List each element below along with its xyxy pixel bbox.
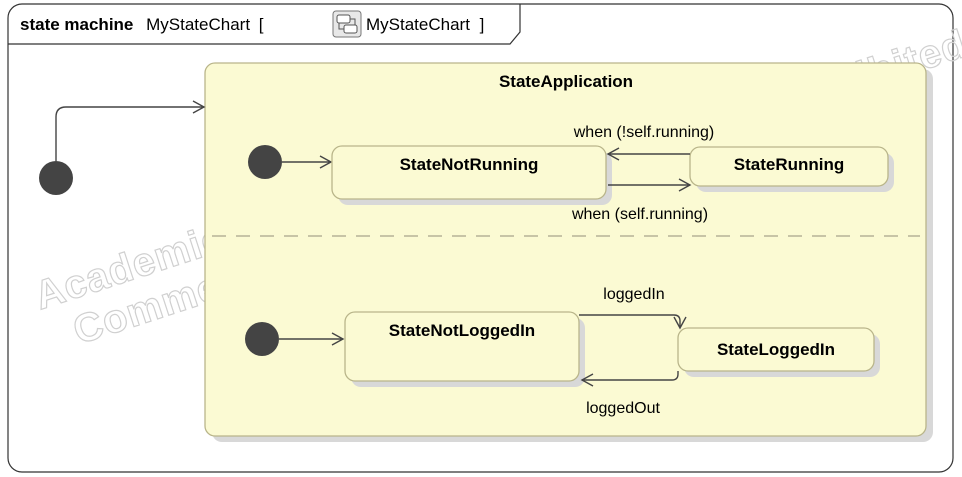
transition-label-running-to-not-running: when (!self.running) — [573, 124, 715, 141]
arrowhead-logged-in-to-not-logged-in — [580, 373, 594, 387]
frame-header: state machine MyStateChart [ — [20, 15, 264, 34]
state-not-running-label: StateNotRunning — [400, 155, 539, 174]
arrowhead-not-logged-in-to-logged-in — [673, 316, 687, 330]
initial-node-region-2[interactable] — [245, 322, 279, 356]
state-logged-in-label: StateLoggedIn — [717, 340, 835, 359]
transition-label-logged-in-to-not-logged-in: loggedOut — [586, 400, 660, 417]
state-not-logged-in[interactable] — [344, 311, 580, 382]
frame-reference-name: MyStateChart — [366, 15, 470, 34]
transition-label-not-running-to-running: when (self.running) — [571, 206, 708, 223]
transition-label-not-logged-in-to-logged-in: loggedIn — [603, 286, 664, 303]
state-running[interactable] — [689, 146, 889, 187]
state-not-logged-in-label: StateNotLoggedIn — [389, 321, 535, 340]
initial-node-region-1[interactable] — [248, 145, 282, 179]
frame-header-tab — [8, 4, 521, 45]
arrowhead-initial-to-application — [192, 100, 206, 114]
frame-reference: MyStateChart ] — [366, 15, 484, 34]
composite-state-title: StateApplication — [499, 72, 633, 91]
state-running-label: StateRunning — [734, 155, 845, 174]
arrowhead-initial-to-not-logged-in — [331, 332, 345, 346]
transition-not-logged-in-to-logged-in[interactable] — [579, 314, 681, 327]
arrowhead-not-running-to-running — [678, 178, 692, 192]
arrowhead-initial-to-not-running — [319, 155, 333, 169]
frame-name: MyStateChart — [146, 15, 250, 34]
state-logged-in[interactable] — [677, 327, 875, 372]
frame-bracket-open: [ — [259, 15, 264, 34]
initial-node-outer[interactable] — [39, 161, 73, 195]
transition-logged-in-to-not-logged-in[interactable] — [582, 371, 679, 381]
frame-kind: state machine — [20, 15, 133, 34]
arrowhead-running-to-not-running — [606, 147, 620, 161]
state-machine-icon — [332, 10, 362, 38]
state-not-running[interactable] — [331, 145, 607, 200]
frame-bracket-close: ] — [480, 15, 485, 34]
transition-initial-to-application[interactable] — [55, 106, 204, 161]
